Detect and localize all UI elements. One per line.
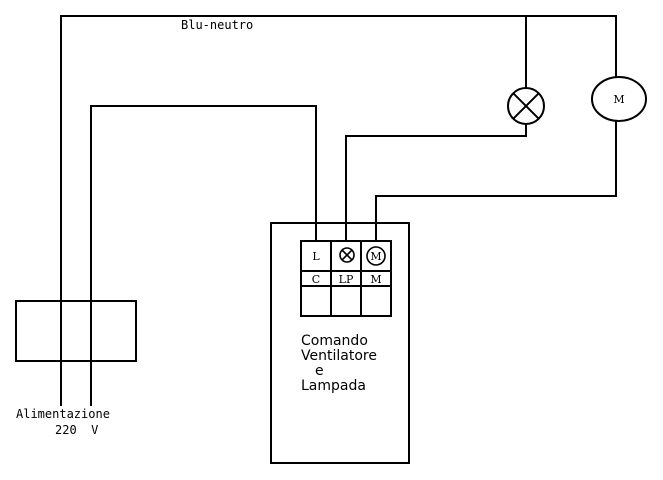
motor-wire [375,121,617,241]
power-supply-box [15,300,137,362]
terminal-lamp-icon [339,247,355,263]
controller-label-line3: e [315,363,324,379]
controller-label-line1: Comando [301,333,368,349]
controller-label-line2: Ventilatore [301,348,377,364]
terminal-motor-icon: M [366,246,386,266]
controller-box [270,222,410,464]
neutral-wire [60,15,617,406]
power-supply-label: Alimentazione [16,407,110,421]
terminal-m-label: M [370,273,381,286]
lamp-wire [345,124,527,241]
controller-label-line4: Lampada [301,378,366,394]
terminal-block: L M C LP M [300,240,392,317]
power-supply-voltage: 220 V [55,423,98,437]
neutral-wire-label: Blu-neutro [181,18,253,32]
phase-wire [90,105,317,406]
terminal-lp-label: LP [339,273,354,286]
lamp-icon [507,87,545,125]
terminal-c-label: C [312,273,320,286]
motor-label: M [613,93,624,106]
terminal-l-label: L [312,250,320,263]
svg-text:M: M [370,250,381,263]
motor-icon: M [591,76,647,122]
